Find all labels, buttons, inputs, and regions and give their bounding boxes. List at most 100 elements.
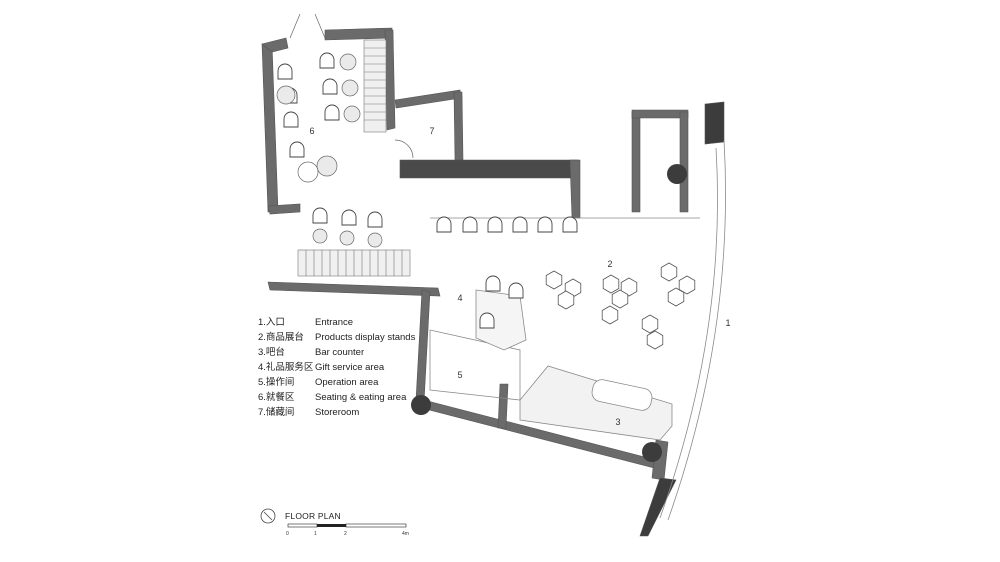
- table: [316, 155, 338, 177]
- table: [343, 105, 361, 123]
- room-number-1: 1: [725, 318, 731, 328]
- room-number-6: 6: [309, 126, 315, 136]
- display-stand: [641, 314, 659, 334]
- table: [339, 53, 357, 71]
- legend-item-en: Entrance: [315, 317, 354, 328]
- legend-item: 6.就餐区 Seating & eating area: [258, 390, 415, 405]
- table: [339, 230, 355, 246]
- wall-seating-bottom: [267, 203, 301, 215]
- wall-gift-left: [415, 289, 431, 403]
- wall-seating-left: [261, 43, 279, 213]
- display-stand: [620, 277, 638, 297]
- room-number-4: 4: [457, 293, 463, 303]
- chair: [319, 52, 335, 69]
- table: [297, 161, 319, 183]
- chair: [277, 63, 293, 80]
- legend-item-en: Operation area: [315, 377, 379, 388]
- display-stand: [660, 262, 678, 282]
- tables: [276, 53, 383, 248]
- legend-item-cn: 1.入口: [258, 317, 285, 328]
- floor-lines: [299, 139, 726, 521]
- legend-item-en: Seating & eating area: [315, 392, 407, 403]
- display-stand: [602, 274, 620, 294]
- stair-upper: [363, 39, 387, 133]
- wall-bar-right: [569, 159, 581, 219]
- chair: [487, 216, 503, 233]
- bar-counter-inner: [591, 379, 653, 411]
- chair: [512, 216, 528, 233]
- chair: [341, 209, 357, 226]
- entrance-tip: [639, 477, 677, 537]
- room-number-7: 7: [429, 126, 435, 136]
- display-stand: [545, 270, 563, 290]
- stair-lower-treads: [305, 250, 403, 276]
- wall-seating-top-right: [324, 27, 393, 41]
- chair: [462, 216, 478, 233]
- chair: [436, 216, 452, 233]
- chair: [312, 207, 328, 224]
- columns: [411, 164, 687, 462]
- plan-title: FLOOR PLAN: [285, 511, 341, 521]
- legend-item-cn: 4.礼品服务区: [258, 362, 314, 373]
- chair: [367, 211, 383, 228]
- column: [667, 164, 687, 184]
- column: [642, 442, 662, 462]
- chair: [485, 275, 501, 292]
- legend: 1.入口 Entrance 2.商品展台 Products display stand…: [258, 315, 415, 420]
- scale-bar: [260, 508, 407, 528]
- scale-label: 2: [344, 531, 347, 537]
- display-stand: [611, 289, 629, 309]
- display-stands: [545, 262, 696, 350]
- chairs: [277, 52, 578, 329]
- legend-item: 1.入口 Entrance: [258, 315, 415, 330]
- legend-item-en: Storeroom: [315, 407, 360, 418]
- table: [341, 79, 359, 97]
- storefront-curve: [667, 139, 726, 521]
- wall-store-top: [394, 89, 462, 109]
- scale-label: 4m: [402, 531, 409, 537]
- room-number-2: 2: [607, 259, 613, 269]
- legend-item-en: Products display stands: [315, 332, 416, 343]
- legend-item-en: Bar counter: [315, 347, 365, 358]
- table: [367, 232, 383, 248]
- wall-upper-right-r: [679, 111, 689, 213]
- storefront-curve-inner: [659, 147, 718, 519]
- wall-upper-right-top: [631, 109, 689, 119]
- wall-partition-5: [497, 383, 509, 429]
- legend-item-cn: 5.操作间: [258, 377, 295, 388]
- column: [411, 395, 431, 415]
- chair: [562, 216, 578, 233]
- chair: [537, 216, 553, 233]
- scale-label: 1: [314, 531, 317, 537]
- north-arrow-icon: [260, 508, 276, 524]
- scale-label: 0: [286, 531, 289, 537]
- legend-item-cn: 6.就餐区: [258, 392, 295, 403]
- store-door-swing: [394, 139, 414, 159]
- legend-item-en: Gift service area: [315, 362, 385, 373]
- legend-item-cn: 2.商品展台: [258, 332, 304, 343]
- stairs: [297, 39, 411, 277]
- stair-upper-treads: [364, 47, 386, 121]
- display-stand: [601, 305, 619, 325]
- table: [312, 228, 328, 244]
- chair: [289, 141, 305, 158]
- display-stand: [557, 290, 575, 310]
- bar-top-counter: [399, 159, 579, 179]
- wall-seating-right: [384, 29, 396, 131]
- legend-item: 2.商品展台 Products display stands: [258, 330, 415, 345]
- wall-lower-left: [267, 281, 441, 297]
- bar-counter-3: [519, 365, 673, 441]
- display-stand: [678, 275, 696, 295]
- display-stand: [646, 330, 664, 350]
- display-stand: [667, 287, 685, 307]
- room-number-3: 3: [615, 417, 621, 427]
- chair: [283, 111, 299, 128]
- table: [276, 85, 296, 105]
- chair: [508, 282, 524, 299]
- entry-door-top: [289, 13, 326, 39]
- scale-bar-white: [345, 523, 407, 528]
